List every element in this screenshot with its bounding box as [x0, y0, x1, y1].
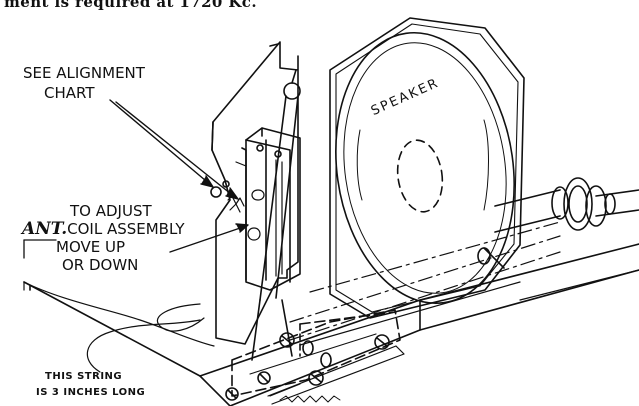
coil-assembly-text: COIL ASSEMBLY — [67, 220, 185, 238]
alignment-callout-line2: CHART — [44, 84, 95, 102]
adjust-callout-line2: ANT.COIL ASSEMBLY — [22, 221, 184, 238]
chassis-left-outline — [24, 282, 230, 406]
string-callout-line1: THIS STRING — [45, 371, 123, 382]
gear-housing — [232, 310, 404, 404]
screws — [226, 248, 504, 400]
adjust-callout-line1: TO ADJUST — [70, 202, 152, 220]
header-text: ment is required at 1720 Kc. — [4, 0, 257, 11]
adjust-callout-line3: MOVE UP — [56, 238, 126, 256]
alignment-callout-line1: SEE ALIGNMENT — [23, 64, 145, 82]
ant-abbreviation: ANT. — [22, 219, 68, 239]
leader-arrows — [87, 100, 248, 372]
dial-cord-path — [290, 222, 560, 340]
drive-shaft-pulley — [495, 178, 639, 232]
string-callout-line2: IS 3 INCHES LONG — [36, 387, 146, 398]
speaker-baffle — [319, 18, 531, 318]
adjust-callout-line4: OR DOWN — [62, 256, 139, 274]
dial-string — [24, 70, 300, 360]
adjust-callout-frame — [24, 240, 56, 258]
